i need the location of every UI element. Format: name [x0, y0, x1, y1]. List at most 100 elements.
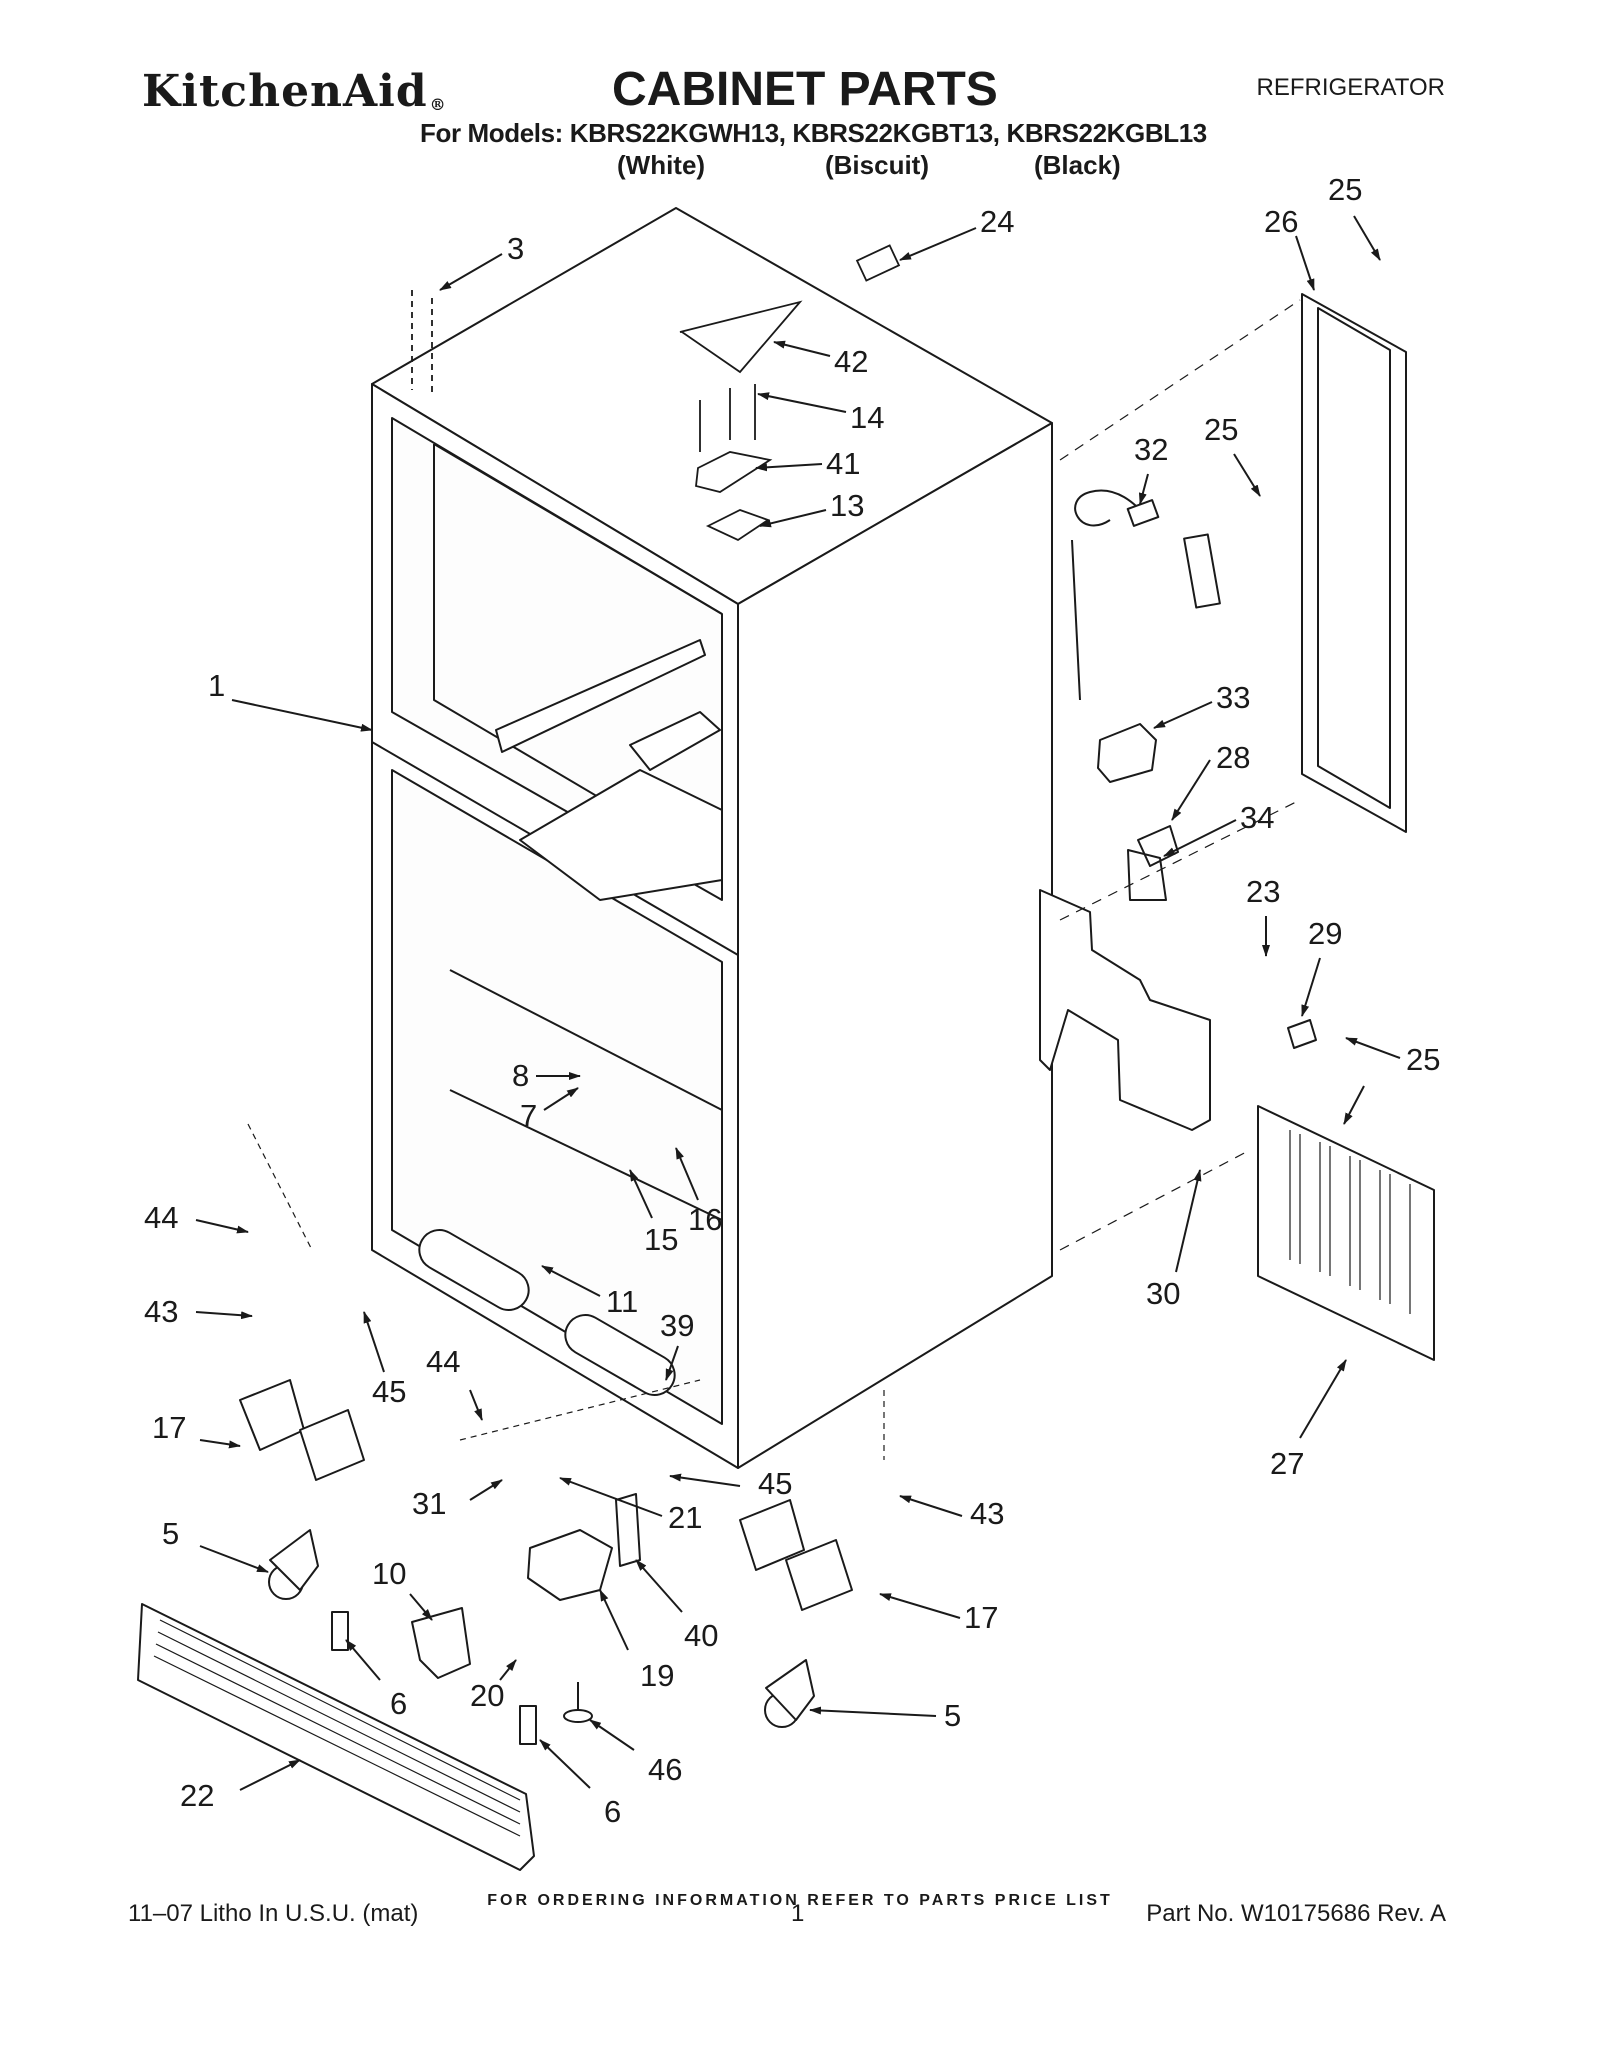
callout-30: 30 [1146, 1276, 1180, 1311]
relay-plug [1097, 723, 1157, 783]
callout-44: 44 [144, 1200, 178, 1235]
callout-1: 1 [208, 668, 225, 703]
callout-33: 33 [1216, 680, 1250, 715]
overload-clip [1127, 825, 1179, 901]
base-parts [137, 1123, 885, 1871]
callout-5: 5 [162, 1516, 179, 1551]
callout-20: 20 [470, 1678, 504, 1713]
callout-43: 43 [144, 1294, 178, 1329]
leader-45 [669, 1473, 741, 1487]
leader-21 [559, 1477, 663, 1517]
hinge-bracket [527, 1529, 613, 1601]
callout-14: 14 [850, 400, 884, 435]
callout-27: 27 [1270, 1446, 1304, 1481]
rear-parts [1039, 293, 1435, 1361]
rear-access-panel [1301, 293, 1407, 833]
leader-45 [363, 1311, 385, 1373]
roller-bracket-right [739, 1499, 805, 1571]
page-title: CABINET PARTS [612, 63, 998, 116]
callout-45: 45 [758, 1466, 792, 1501]
leader-31 [469, 1479, 503, 1501]
leader-5 [199, 1545, 269, 1573]
callout-21: 21 [668, 1500, 702, 1535]
leader-1 [231, 699, 373, 732]
leader-17 [879, 1593, 961, 1619]
leader-42 [773, 340, 831, 357]
callout-leaders [195, 215, 1401, 1791]
callout-8: 8 [512, 1058, 529, 1093]
toe-opening-right [564, 1314, 676, 1396]
callout-6: 6 [390, 1686, 407, 1721]
leader-33 [1153, 701, 1213, 729]
callout-19: 19 [640, 1658, 674, 1693]
part-number: Part No. W10175686 Rev. A [1146, 1900, 1446, 1927]
leader-11 [541, 1265, 601, 1297]
leader-15 [629, 1169, 653, 1219]
leader-25 [1343, 1085, 1365, 1125]
toe-opening-left [418, 1229, 530, 1311]
callout-29: 29 [1308, 916, 1342, 951]
callout-25: 25 [1328, 172, 1362, 207]
leader-3 [439, 253, 503, 291]
grille-clip-right [519, 1705, 537, 1745]
print-info: 11–07 Litho In U.S.U. (mat) [128, 1900, 419, 1927]
leader-24 [899, 227, 977, 261]
crisper-opening [519, 769, 723, 901]
callout-28: 28 [1216, 740, 1250, 775]
ordering-note: FOR ORDERING INFORMATION REFER TO PARTS … [487, 1892, 1113, 1909]
callout-5: 5 [944, 1698, 961, 1733]
leader-25 [1353, 215, 1381, 261]
callout-34: 34 [1240, 800, 1274, 835]
callout-40: 40 [684, 1618, 718, 1653]
leader-25 [1233, 453, 1261, 497]
water-diverter [411, 1607, 471, 1679]
leader-6 [345, 1639, 381, 1681]
leader-44 [469, 1389, 483, 1421]
callout-25: 25 [1406, 1042, 1440, 1077]
leader-13 [759, 509, 827, 528]
leader-43 [899, 1495, 963, 1517]
leader-46 [589, 1719, 635, 1751]
callout-31: 31 [412, 1486, 446, 1521]
cabinet-right-side [737, 422, 1053, 1469]
leader-34 [1163, 819, 1237, 857]
cabinet-body [371, 207, 1053, 1469]
callout-41: 41 [826, 446, 860, 481]
leader-10 [409, 1593, 433, 1621]
leader-43 [195, 1311, 253, 1320]
cord-clamp [1287, 1019, 1317, 1049]
leader-22 [239, 1759, 301, 1791]
page-number: 1 [791, 1900, 805, 1927]
callout-42: 42 [834, 344, 868, 379]
brand-logo: KitchenAid® [142, 66, 447, 117]
leader-20 [499, 1659, 517, 1681]
callout-6: 6 [604, 1794, 621, 1829]
color-variants: (White) (Biscuit) (Black) [0, 150, 1600, 182]
callout-44: 44 [426, 1344, 460, 1379]
callout-22: 22 [180, 1778, 214, 1813]
leader-7 [543, 1087, 579, 1111]
leader-6 [539, 1739, 591, 1789]
callout-3: 3 [507, 231, 524, 266]
callout-15: 15 [644, 1222, 678, 1257]
leader-17 [199, 1439, 241, 1449]
hinge-plate [695, 451, 773, 493]
hinge-cover [679, 300, 803, 374]
leader-41 [755, 463, 823, 472]
leader-16 [675, 1147, 699, 1201]
variant-black: (Black) [1034, 150, 1121, 180]
leader-32 [1138, 473, 1149, 505]
appliance-type: REFRIGERATOR [1256, 74, 1445, 101]
callout-25: 25 [1204, 412, 1238, 447]
roller-bracket-left [239, 1379, 305, 1451]
callout-16: 16 [688, 1202, 722, 1237]
center-hinge-plate [615, 1493, 641, 1567]
leader-28 [1171, 759, 1211, 821]
rear-rail [495, 639, 706, 753]
leader-29 [1301, 957, 1321, 1017]
compressor-mounting-bracket [1039, 889, 1211, 1131]
registered-mark: ® [429, 95, 447, 114]
callout-13: 13 [830, 488, 864, 523]
leader-40 [635, 1559, 683, 1613]
callout-43: 43 [970, 1496, 1004, 1531]
